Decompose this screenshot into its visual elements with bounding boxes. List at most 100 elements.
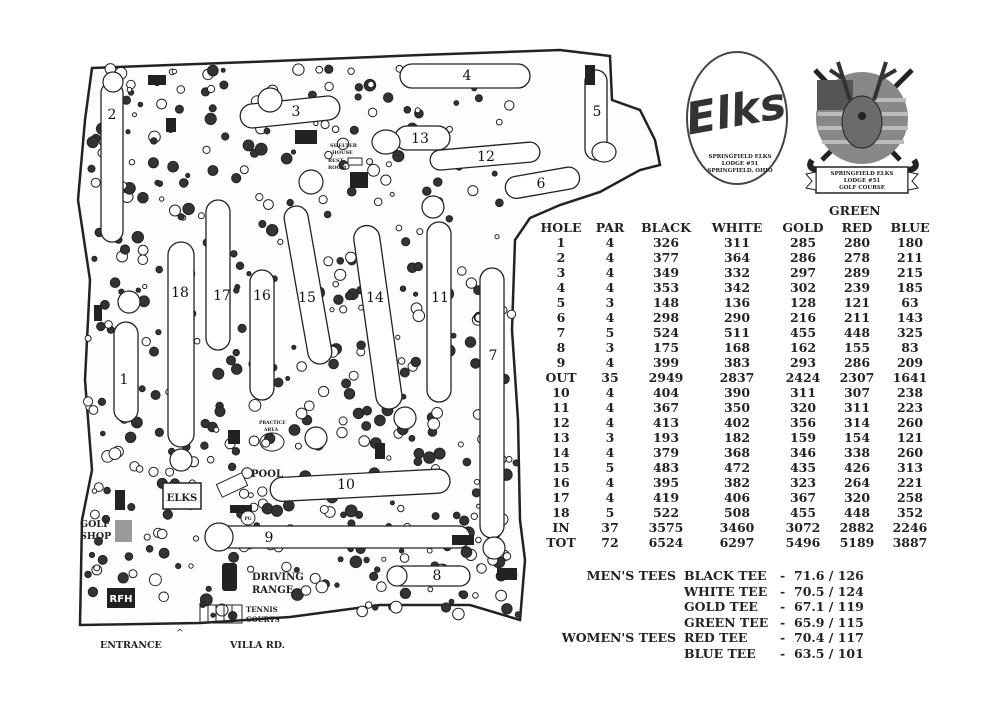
driving-range-label-2: RANGE xyxy=(252,585,294,596)
tree xyxy=(238,488,250,499)
scorecard-cell: 280 xyxy=(843,235,871,250)
tree xyxy=(374,566,381,573)
scorecard-cell: 185 xyxy=(896,280,924,295)
hole-number: 16 xyxy=(253,288,271,304)
tree xyxy=(83,396,94,407)
tree xyxy=(365,601,373,609)
tree xyxy=(205,585,212,592)
tee-name: WHITE TEE xyxy=(684,583,768,599)
elks-logo: Elks SPRINGFIELD ELKS LODGE #51 SPRINGFI… xyxy=(682,51,790,185)
scorecard-cell: 136 xyxy=(723,295,751,310)
tree xyxy=(149,346,159,357)
tree xyxy=(383,92,394,103)
golf-shop-label-1: GOLF xyxy=(80,519,110,530)
scorecard-cell: 4 xyxy=(605,445,615,460)
golf-banner-line: LODGE #51 xyxy=(844,178,881,184)
tree xyxy=(504,100,515,111)
scorecard-cell: 4 xyxy=(605,475,615,490)
tree xyxy=(328,358,339,370)
scorecard-cell: 364 xyxy=(723,250,751,265)
scorecard-cell: 320 xyxy=(843,490,871,505)
tree xyxy=(412,309,426,323)
tree xyxy=(228,611,238,621)
hole-number: 4 xyxy=(463,68,472,84)
tree xyxy=(427,586,434,593)
fairway-14 xyxy=(353,224,403,410)
scorecard-cell: 338 xyxy=(843,445,871,460)
tree xyxy=(220,67,226,73)
scorecard-cell: 238 xyxy=(896,385,924,400)
tree xyxy=(462,457,472,467)
tree xyxy=(341,378,352,389)
scorecard-cell: 285 xyxy=(789,235,817,250)
tee-box xyxy=(585,65,595,85)
fairway-6 xyxy=(504,166,581,199)
scorecard-cell: 11 xyxy=(552,400,570,415)
tree xyxy=(323,256,334,267)
fairway-16 xyxy=(249,269,275,401)
tree xyxy=(202,145,211,154)
tree xyxy=(433,447,446,460)
tree xyxy=(408,434,416,442)
scorecard-cell: 311 xyxy=(789,385,817,400)
tree xyxy=(346,186,357,197)
tree xyxy=(148,573,162,587)
tree xyxy=(124,552,134,561)
scorecard-cell: 15 xyxy=(552,460,570,475)
tree xyxy=(156,528,168,540)
tree xyxy=(491,170,498,177)
tee-group-label xyxy=(536,599,684,615)
tree xyxy=(399,553,410,563)
tee-group-label xyxy=(536,646,684,662)
tree xyxy=(494,234,500,240)
scorecard-cell: 8 xyxy=(556,340,566,355)
tree xyxy=(137,192,149,204)
tree xyxy=(367,80,375,89)
tree xyxy=(399,367,410,378)
tennis-courts xyxy=(199,604,243,624)
tree xyxy=(319,505,329,514)
tree xyxy=(381,556,387,562)
rating-dash: - xyxy=(780,568,786,583)
tree xyxy=(156,98,168,110)
tree xyxy=(332,280,340,288)
tree xyxy=(367,163,381,177)
tree xyxy=(148,466,159,477)
tree xyxy=(286,198,294,207)
tree xyxy=(495,198,504,208)
shelter-label-1: SHELTER xyxy=(330,143,358,149)
tree xyxy=(315,580,329,594)
tree xyxy=(127,503,136,511)
tree xyxy=(505,456,513,463)
tree xyxy=(318,385,330,398)
tree xyxy=(247,565,255,573)
rating-value: 70.5 / 124 xyxy=(794,583,864,599)
tree xyxy=(338,416,348,426)
rating-value: 65.9 / 115 xyxy=(794,614,864,630)
tree xyxy=(126,86,133,93)
tree xyxy=(232,348,240,357)
tree xyxy=(450,332,457,339)
tree xyxy=(87,164,96,173)
tree xyxy=(145,545,154,553)
scorecard-cell: 320 xyxy=(789,400,817,415)
scorecard-cell: 18 xyxy=(552,505,570,520)
scorecard-cell: 367 xyxy=(652,400,680,415)
tree xyxy=(427,417,441,431)
tree xyxy=(344,504,358,518)
tree xyxy=(296,361,308,372)
hole-number: 2 xyxy=(108,107,117,123)
scorecard-cell: 154 xyxy=(843,430,871,445)
scorecard-cell: 239 xyxy=(843,280,871,295)
scorecard-cell: 3 xyxy=(605,340,615,355)
tee-name: BLUE TEE xyxy=(684,645,756,661)
hole-number: 15 xyxy=(298,290,316,306)
tree xyxy=(119,244,131,255)
scorecard-cell: 221 xyxy=(896,475,924,490)
scorecard-cell: 4 xyxy=(605,310,615,325)
scorecard-cell: 4 xyxy=(605,235,615,250)
